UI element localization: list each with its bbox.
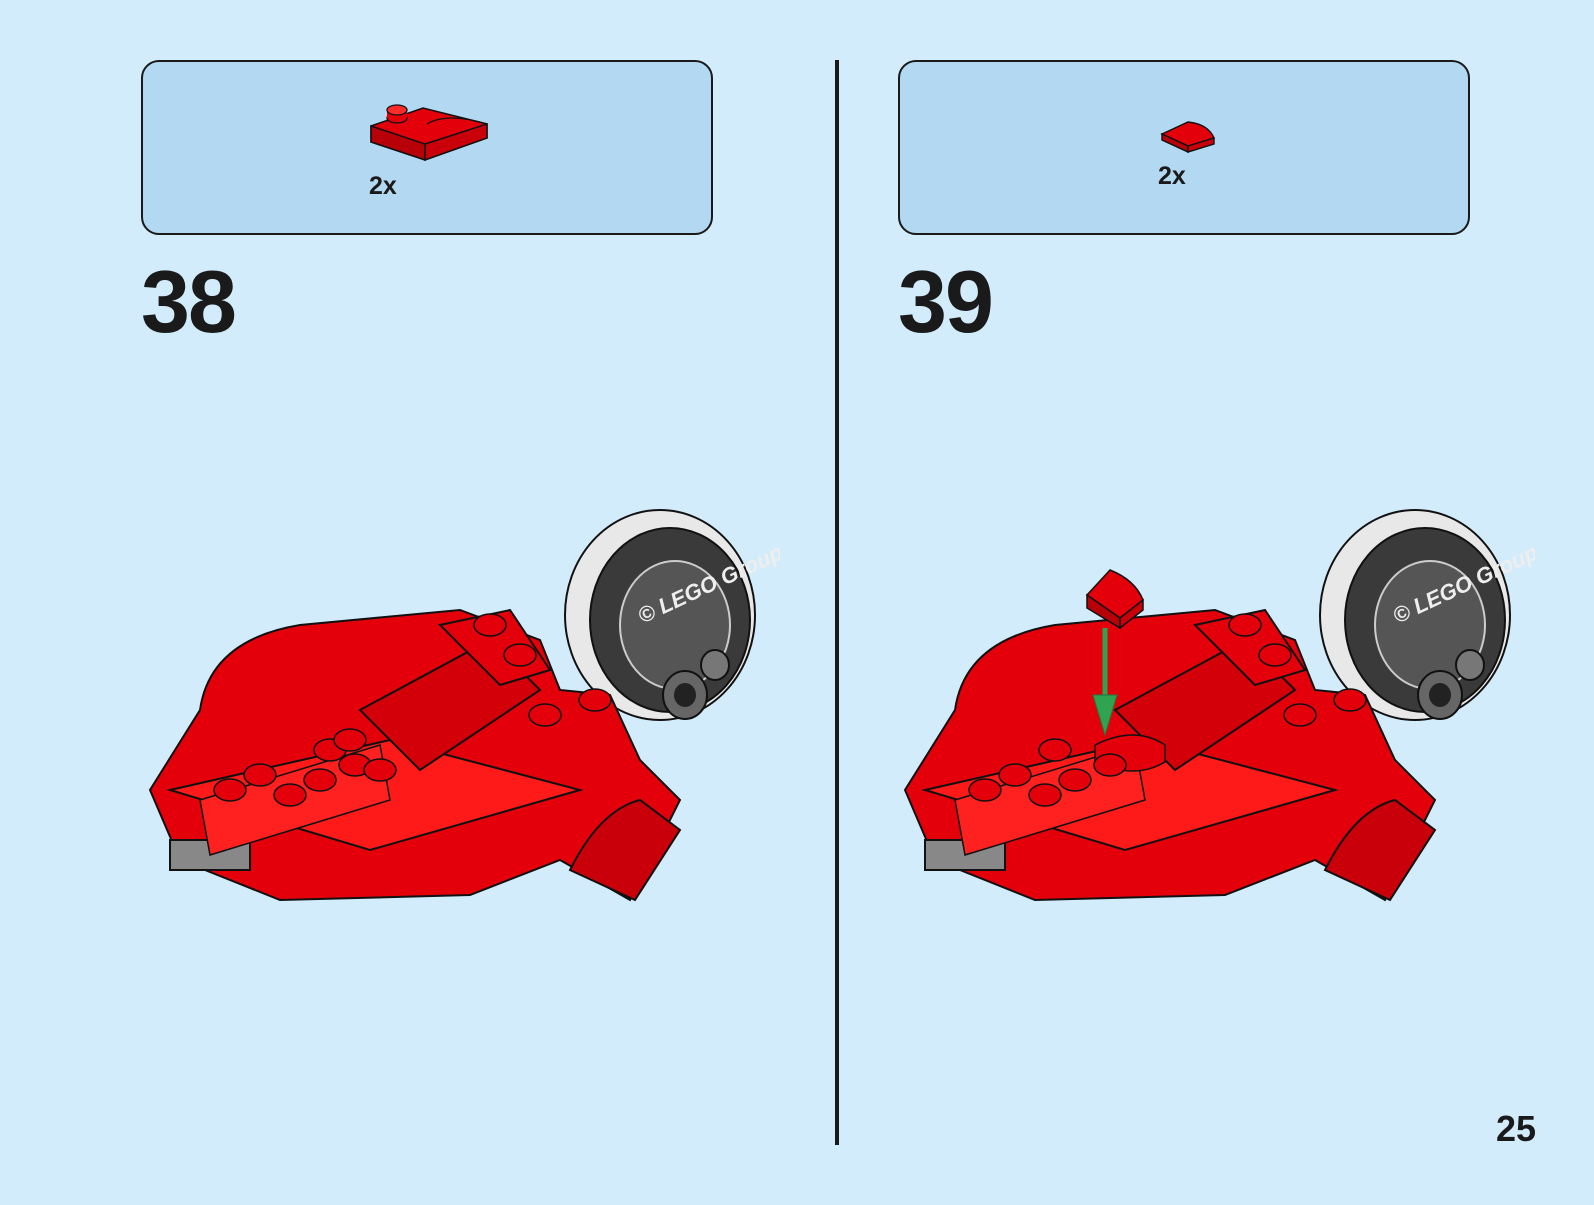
step-number: 39: [898, 252, 994, 351]
model-assembly-step-38: © LEGO Group: [148, 509, 780, 902]
step-number: 38: [141, 252, 237, 351]
red-curved-plate-with-stud-icon: [370, 104, 488, 162]
wheel-icon: © LEGO Group: [564, 509, 780, 721]
page-number: 25: [1495, 1108, 1536, 1149]
part-quantity: 2x: [369, 172, 397, 200]
new-quarter-tile-icon: [1085, 569, 1144, 630]
model-assembly-step-39: © LEGO Group: [903, 509, 1535, 902]
parts-callout-step-38: 2x: [141, 60, 713, 235]
studs: [968, 613, 1367, 807]
parts-callout-step-39: 2x: [898, 60, 1470, 235]
step-divider: [835, 60, 839, 1145]
red-quarter-round-tile-icon: [1160, 121, 1215, 154]
red-car-body-icon: [903, 608, 1437, 902]
part-quantity: 2x: [1158, 162, 1186, 190]
studs: [213, 613, 612, 807]
wheel-icon: © LEGO Group: [1319, 509, 1535, 721]
green-down-arrow-icon: [1092, 628, 1118, 737]
